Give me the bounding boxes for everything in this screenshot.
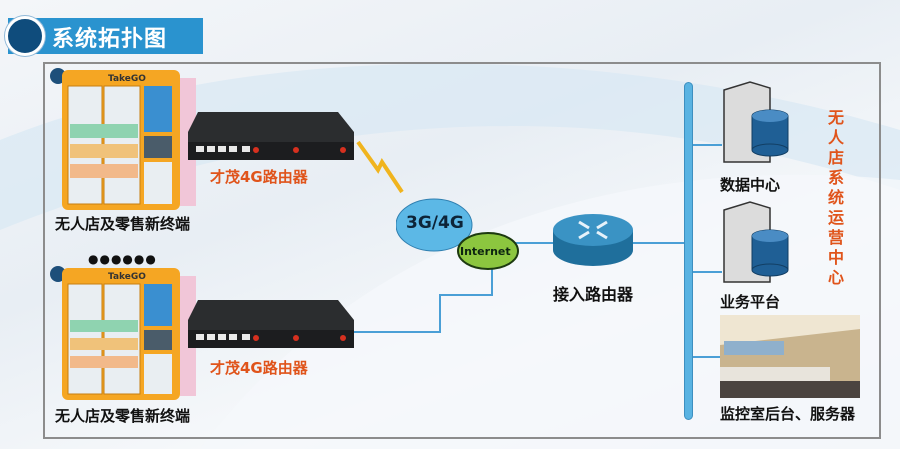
vending-terminal-icon: TakeGO [50,266,196,400]
backbone-bus [684,82,693,420]
brand-text: TakeGO [108,74,146,84]
4g-router-icon [188,300,354,348]
link-router2-internet [345,262,493,333]
monitor-room-photo [720,315,860,398]
database-server-icon [723,81,789,163]
diagram-frame [43,62,881,439]
router-label-2: 才茂4G路由器 [210,359,308,377]
datacenter-label: 数据中心 [720,176,781,194]
access-router-label: 接入路由器 [553,285,634,304]
4g-router-icon [188,112,354,160]
platform-label: 业务平台 [720,293,781,311]
page-title: 系统拓扑图 [52,27,168,52]
more-terminals-ellipsis: ●●●●●● [88,252,157,266]
terminal-label-2: 无人店及零售新终端 [55,407,191,425]
internet-cloud-label: Internet [460,245,511,258]
database-server-icon [723,201,789,283]
monitor-room-label: 监控室后台、服务器 [720,405,856,423]
ops-center-label: 无人店系统运营中心 [827,108,844,287]
title-circle-icon [5,16,45,56]
router-label-1: 才茂4G路由器 [210,168,308,186]
terminal-label-1: 无人店及零售新终端 [55,215,191,233]
access-router-icon [553,214,633,266]
lightning-icon [356,140,404,194]
brand-text: TakeGO [108,272,146,282]
vending-terminal-icon: TakeGO [50,68,196,210]
network-clouds-icon [396,198,519,270]
cellular-cloud-label: 3G/4G [406,213,464,233]
